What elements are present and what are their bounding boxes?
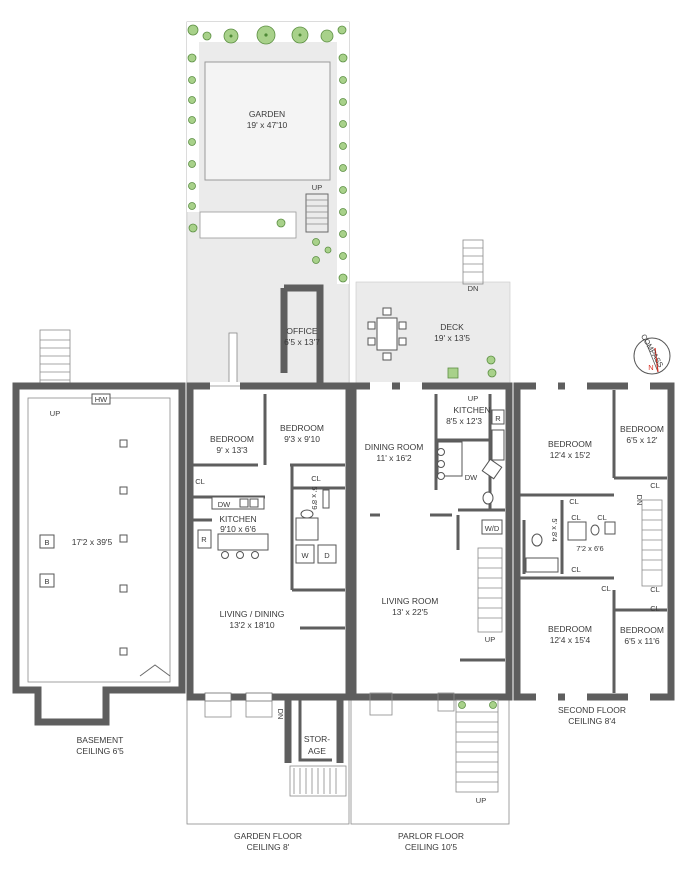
p-kitchen-up-label: UP <box>468 394 478 403</box>
s-bed1-dim: 12'4 x 15'2 <box>550 450 591 460</box>
storage-label-1: STOR- <box>304 734 330 744</box>
garden-floor-ceiling: CEILING 8' <box>247 842 290 852</box>
s-bed3-name: BEDROOM <box>548 624 592 634</box>
basement-panel: UP HW B B 17'2 x 39'5 BASEMENT CEILING 6… <box>12 329 186 756</box>
g-closet-label: CL <box>195 477 205 486</box>
office-dim: 6'5 x 13'7 <box>284 337 320 347</box>
g-dn-label: DN <box>276 709 285 720</box>
s-bed1-name: BEDROOM <box>548 439 592 449</box>
basement-b1-label: B <box>44 538 49 547</box>
basement-dim: 17'2 x 39'5 <box>72 537 113 547</box>
second-floor-panel: BEDROOM 12'4 x 15'2 BEDROOM 6'5 x 12' BE… <box>513 382 675 726</box>
parlor-floor-title: PARLOR FLOOR <box>398 831 464 841</box>
p-fridge-label: R <box>495 414 501 423</box>
p-dw-label: DW <box>465 473 478 482</box>
garden-floor-walls <box>186 382 353 701</box>
basement-hw-label: HW <box>95 395 108 404</box>
garden-lawn <box>204 61 331 181</box>
parlor-floor-ceiling: CEILING 10'5 <box>405 842 457 852</box>
basement-walls <box>12 382 186 726</box>
deck-name: DECK <box>440 322 464 332</box>
s-cl6-label: CL <box>601 584 611 593</box>
deck-dn-label: DN <box>468 284 479 293</box>
s-stair-dn-label: DN <box>635 495 644 506</box>
g-living-dim: 13'2 x 18'10 <box>229 620 275 630</box>
g-dryer-label: D <box>324 551 330 560</box>
p-kitchen-name: KITCHEN <box>453 405 490 415</box>
s-cl3-label: CL <box>571 513 581 522</box>
office-name: OFFICE <box>286 326 317 336</box>
garden-stair <box>305 193 329 233</box>
p-kitchen-island <box>437 441 463 477</box>
g-closet2-label: CL <box>311 474 321 483</box>
garden-floor-title: GARDEN FLOOR <box>234 831 302 841</box>
g-washer-label: W <box>301 551 309 560</box>
p-dining-dim: 11' x 16'2 <box>376 453 411 463</box>
storage-label-2: AGE <box>308 746 326 756</box>
parlor-walls <box>349 382 513 701</box>
second-floor-ceiling: CEILING 8'4 <box>568 716 616 726</box>
s-bed4-dim: 6'5 x 11'6 <box>624 636 659 646</box>
basement-title: BASEMENT <box>77 735 124 745</box>
parlor-floor-panel: DN DECK 19' x 13'5 UP KITCHEN 8'5 x 12'3… <box>349 239 513 852</box>
garden-shrubs <box>187 24 348 283</box>
s-bed3-dim: 12'4 x 15'4 <box>550 635 591 645</box>
second-floor-title: SECOND FLOOR <box>558 705 626 715</box>
compass: COMPASS N <box>633 332 671 375</box>
garden-floor-panel: GARDEN 19' x 47'10 UP <box>186 21 353 852</box>
g-bedroom1-name: BEDROOM <box>210 434 254 444</box>
g-living-name: LIVING / DINING <box>220 609 285 619</box>
p-living-name: LIVING ROOM <box>382 596 439 606</box>
g-fridge-label: R <box>201 535 207 544</box>
deck-table <box>376 317 398 351</box>
g-bedroom2-name: BEDROOM <box>280 423 324 433</box>
deck-dim: 19' x 13'5 <box>434 333 470 343</box>
s-cl5-label: CL <box>650 481 660 490</box>
s-bath1-dim: 5' x 8'4 <box>550 518 559 541</box>
second-floor-walls <box>513 382 675 701</box>
p-wd-label: W/D <box>485 524 500 533</box>
g-kitchen-dim: 9'10 x 6'6 <box>220 524 256 534</box>
p-dining-name: DINING ROOM <box>365 442 424 452</box>
p-kitchen-dim: 8'5 x 12'3 <box>446 416 482 426</box>
s-cl8-label: CL <box>650 604 660 613</box>
s-stair <box>641 499 663 587</box>
s-cl4-label: CL <box>571 565 581 574</box>
compass-north: N <box>648 363 653 372</box>
s-cl1-label: CL <box>569 497 579 506</box>
g-kitchen-island <box>217 533 269 551</box>
p-stoop-up-label: UP <box>476 796 486 805</box>
g-bedroom1-dim: 9' x 13'3 <box>216 445 247 455</box>
basement-b2-label: B <box>44 577 49 586</box>
p-living-dim: 13' x 22'5 <box>392 607 428 617</box>
s-bed2-dim: 6'5 x 12' <box>626 435 658 445</box>
garden-up-label: UP <box>312 183 322 192</box>
basement-up-label: UP <box>50 409 60 418</box>
s-bath2-dim: 7'2 x 6'6 <box>576 544 603 553</box>
garden-name: GARDEN <box>249 109 285 119</box>
s-cl7-label: CL <box>650 585 660 594</box>
g-bedroom2-dim: 9'3 x 9'10 <box>284 434 320 444</box>
g-bath-dim: 5' x 8'9 <box>310 486 319 509</box>
s-cl2-label: CL <box>597 513 607 522</box>
g-kitchen-name: KITCHEN <box>219 514 256 524</box>
s-bed4-name: BEDROOM <box>620 625 664 635</box>
s-bed2-name: BEDROOM <box>620 424 664 434</box>
garden-dim: 19' x 47'10 <box>247 120 288 130</box>
basement-ceiling: CEILING 6'5 <box>76 746 124 756</box>
p-stair-up-label: UP <box>485 635 495 644</box>
g-dw-label: DW <box>218 500 231 509</box>
p-stair <box>477 547 503 633</box>
